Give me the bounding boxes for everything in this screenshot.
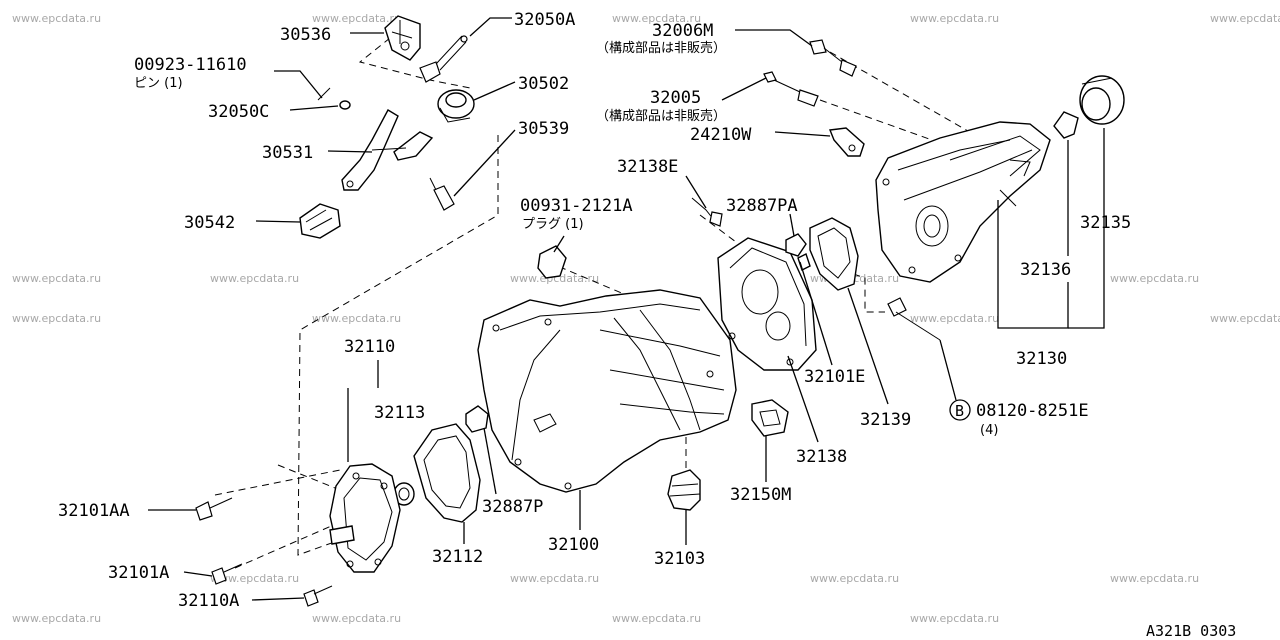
- watermark: www.epcdata.ru: [612, 612, 701, 625]
- watermark: www.epcdata.ru: [910, 612, 999, 625]
- label-32101E: 32101E: [804, 367, 865, 387]
- label-32887PA: 32887PA: [726, 196, 798, 216]
- part-32110A-bolt: [303, 585, 333, 607]
- part-32110-front-cover: [329, 463, 401, 573]
- watermark: www.epcdata.ru: [312, 12, 401, 25]
- label-08120-8251E: 08120-8251E: [976, 401, 1089, 421]
- note-plug-qty: プラグ (1): [522, 217, 584, 232]
- part-00923-pin: [317, 87, 331, 101]
- note-qty-4: (4): [980, 423, 998, 438]
- label-32110: 32110: [344, 337, 395, 357]
- label-32138: 32138: [796, 447, 847, 467]
- watermark: www.epcdata.ru: [12, 12, 101, 25]
- part-32101A-bolt: [211, 563, 243, 585]
- label-32135: 32135: [1080, 213, 1131, 233]
- watermark: www.epcdata.ru: [1110, 572, 1199, 585]
- label-32150M: 32150M: [730, 485, 791, 505]
- part-32101AA-bolt: [195, 497, 233, 521]
- watermark: www.epcdata.ru: [12, 272, 101, 285]
- watermark: www.epcdata.ru: [210, 272, 299, 285]
- watermark: www.epcdata.ru: [612, 12, 701, 25]
- watermark: www.epcdata.ru: [1210, 12, 1280, 25]
- part-32006M-sensor: [809, 39, 857, 77]
- label-32103: 32103: [654, 549, 705, 569]
- label-30542: 30542: [184, 213, 235, 233]
- label-32887P: 32887P: [482, 497, 543, 517]
- watermark: www.epcdata.ru: [910, 12, 999, 25]
- label-32101AA: 32101AA: [58, 501, 130, 521]
- label-00923-11610: 00923-11610: [134, 55, 247, 75]
- part-32135-oil-seal: [1079, 75, 1125, 125]
- label-30502: 30502: [518, 74, 569, 94]
- label-32130: 32130: [1016, 349, 1067, 369]
- watermark: www.epcdata.ru: [312, 612, 401, 625]
- part-32887P-bushing: [465, 405, 489, 433]
- part-32103-boot: [667, 469, 701, 511]
- label-32110A: 32110A: [178, 591, 239, 611]
- part-32050C-clip: [339, 100, 351, 110]
- part-08120-bolt: [887, 297, 941, 341]
- watermark: www.epcdata.ru: [510, 572, 599, 585]
- part-32150M-cover: [751, 399, 789, 437]
- part-32130-rear-extension: [875, 121, 1051, 283]
- label-30531: 30531: [262, 143, 313, 163]
- watermark: www.epcdata.ru: [510, 272, 599, 285]
- label-32006M: 32006M: [652, 21, 713, 41]
- part-24210W-bracket: [829, 127, 865, 157]
- leader-lines: [148, 17, 1105, 601]
- part-30542-dust-boot: [299, 203, 341, 239]
- part-00931-plug: [537, 245, 567, 279]
- note-32005: （構成部品は非販売）: [596, 108, 726, 124]
- note-32006M: （構成部品は非販売）: [596, 40, 726, 56]
- watermark: www.epcdata.ru: [1210, 312, 1280, 325]
- label-32101A: 32101A: [108, 563, 169, 583]
- label-30539: 30539: [518, 119, 569, 139]
- watermark: www.epcdata.ru: [12, 312, 101, 325]
- label-00931-2121A: 00931-2121A: [520, 196, 633, 216]
- part-32050A-bolt: [419, 35, 468, 83]
- watermark: www.epcdata.ru: [210, 572, 299, 585]
- part-30502-release-bearing: [437, 89, 475, 123]
- note-pin-qty: ピン (1): [134, 76, 183, 91]
- part-32136-snap-ring: [1053, 111, 1079, 139]
- part-30539-pivot-bolt: [429, 177, 455, 211]
- watermark: www.epcdata.ru: [810, 572, 899, 585]
- label-32050A: 32050A: [514, 10, 575, 30]
- part-30536-clutch-cover: [384, 15, 421, 61]
- part-32139-gasket: [809, 217, 859, 291]
- label-32139: 32139: [860, 410, 911, 430]
- part-30531-withdrawal-lever: [341, 109, 434, 191]
- label-32100: 32100: [548, 535, 599, 555]
- label-32050C: 32050C: [208, 102, 269, 122]
- label-32005: 32005: [650, 88, 701, 108]
- part-labels: 30536 32050A 00923-11610 ピン (1) 32050C 3…: [58, 10, 1236, 640]
- part-32005-switch: [763, 71, 819, 107]
- diagram-code: A321B 0303: [1146, 622, 1236, 640]
- part-32100-transmission-case: [477, 289, 737, 493]
- label-30536: 30536: [280, 25, 331, 45]
- label-32112: 32112: [432, 547, 483, 567]
- part-32138E-breather: [691, 197, 723, 227]
- label-08120-prefix: B: [955, 402, 964, 420]
- watermark: www.epcdata.ru: [910, 312, 999, 325]
- label-32136: 32136: [1020, 260, 1071, 280]
- watermark: www.epcdata.ru: [1110, 272, 1199, 285]
- part-32112-gasket: [413, 423, 481, 523]
- watermark: www.epcdata.ru: [312, 312, 401, 325]
- watermark: www.epcdata.ru: [12, 612, 101, 625]
- bolt-type-circle: [949, 399, 971, 421]
- label-24210W: 24210W: [690, 125, 752, 145]
- part-32101E-adapter-plate: [717, 237, 817, 371]
- label-32138E: 32138E: [617, 157, 678, 177]
- label-32113: 32113: [374, 403, 425, 423]
